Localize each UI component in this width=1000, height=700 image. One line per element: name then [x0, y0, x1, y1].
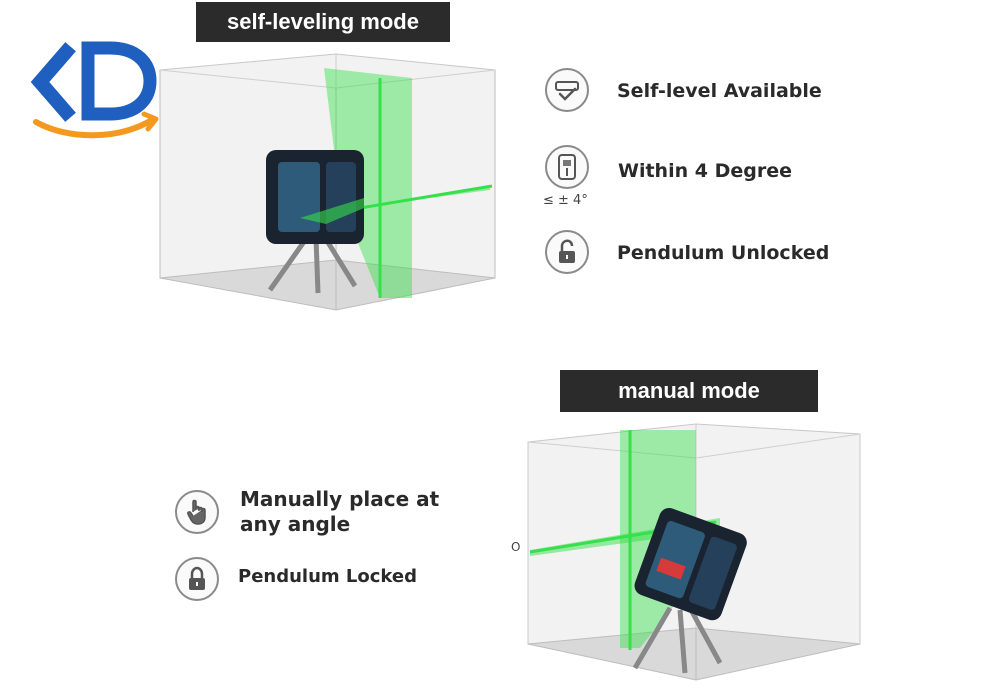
self-level-icon: [545, 68, 589, 112]
feature-manual-line1: Manually place at: [240, 487, 440, 511]
self-leveling-title: self-leveling mode: [227, 9, 419, 34]
self-leveling-banner: self-leveling mode: [196, 2, 450, 42]
unlocked-padlock-icon: [545, 230, 589, 274]
locked-padlock-glyph: [189, 566, 205, 590]
device-display: [656, 557, 686, 580]
hand-pointer-icon: [175, 490, 219, 534]
cube-floor: [527, 627, 861, 681]
tilt-degree-sub: ≤ ± 4°: [543, 193, 588, 208]
feature-pendulum-unlocked: Pendulum Unlocked: [617, 242, 830, 264]
hand-pointer-glyph: [187, 499, 206, 525]
feature-manual-line2: any angle: [240, 512, 351, 536]
vertical-laser-plane: [324, 68, 412, 298]
device-panel: [645, 520, 705, 599]
angle-marker: O: [511, 540, 521, 554]
feature-pendulum-locked: Pendulum Locked: [238, 566, 418, 587]
logo-d-letter: [81, 41, 157, 121]
tilt-degree-glyph: [558, 154, 576, 180]
tilt-degree-icon: [545, 145, 589, 189]
device-panel: [278, 162, 320, 232]
unlocked-padlock-glyph: [559, 239, 575, 263]
manual-mode-title: manual mode: [618, 378, 760, 403]
logo-chevron: [30, 42, 76, 122]
manual-mode-banner: manual mode: [560, 370, 818, 412]
manual-mode-illustration: [527, 423, 861, 681]
self-level-glyph: [555, 81, 579, 101]
self-leveling-illustration: [159, 53, 496, 311]
kd-logo: [30, 41, 159, 139]
feature-self-level: Self-level Available: [617, 80, 822, 102]
locked-padlock-icon: [175, 557, 219, 601]
feature-within-degree: Within 4 Degree: [618, 160, 792, 182]
logo-smile-arrow: [33, 117, 155, 139]
